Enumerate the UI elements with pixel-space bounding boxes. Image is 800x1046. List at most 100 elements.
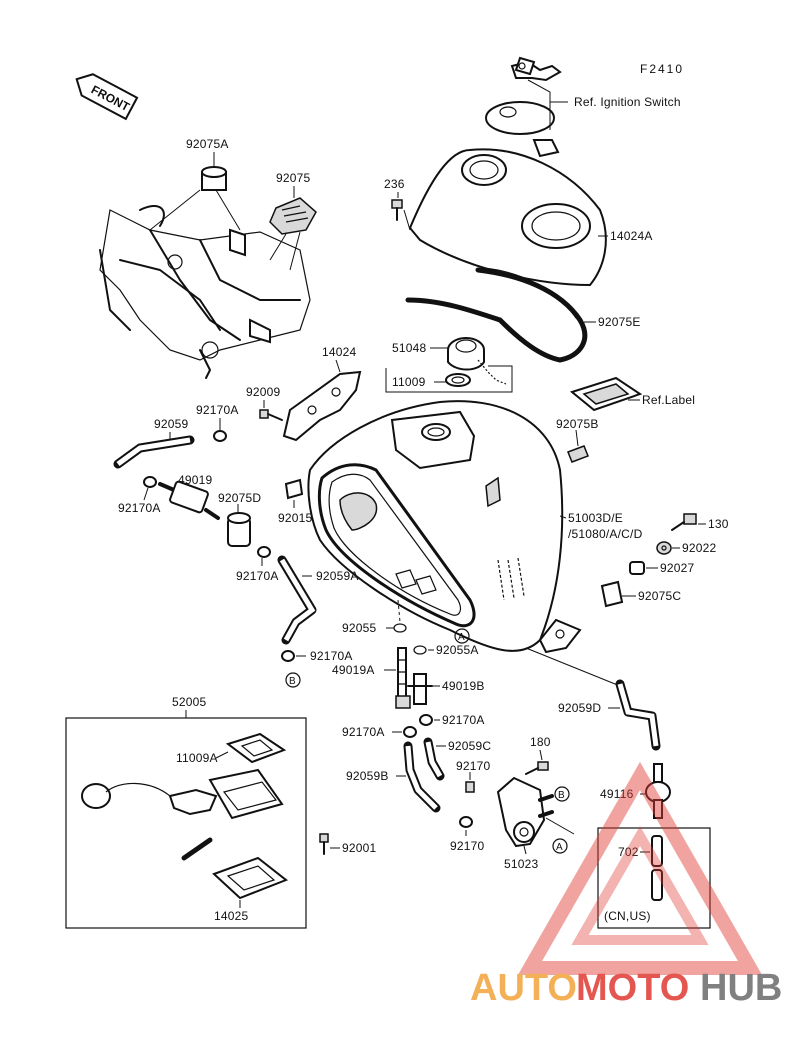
label-14024: 14024 <box>322 345 356 359</box>
watermark-logo: AUTO MOTO HUB <box>470 761 782 1009</box>
rubber-92075D-icon <box>227 512 251 547</box>
fuel-filter-icon <box>158 480 220 520</box>
label-ref-label: Ref.Label <box>642 393 695 407</box>
hose-92059A-icon <box>277 555 317 645</box>
label-49116: 49116 <box>600 787 634 801</box>
callout-b-right <box>554 786 570 802</box>
label-130: 130 <box>708 517 729 531</box>
clamp-92170A-2-icon <box>143 476 157 488</box>
bolt-92009-icon <box>259 409 283 421</box>
bolt-130-icon <box>671 513 697 531</box>
clamp-92170-1-icon <box>465 781 475 793</box>
sender-unit-box <box>65 717 307 929</box>
oring-92055A-icon <box>413 645 427 655</box>
label-92075E: 92075E <box>598 315 641 329</box>
hose-702-icon <box>651 835 663 901</box>
callout-b-right-label: B <box>558 790 565 801</box>
filter-49019A-icon <box>395 647 411 709</box>
label-236: 236 <box>384 177 405 191</box>
clip-92015-icon <box>284 478 304 500</box>
label-49019A: 49019A <box>332 663 375 677</box>
label-92170A-6: 92170A <box>442 713 485 727</box>
label-52005: 52005 <box>172 695 206 709</box>
callout-a-top-label: A <box>458 632 465 643</box>
hose-92059D-icon <box>615 679 661 751</box>
tank-cover-icon <box>408 148 607 287</box>
label-92009: 92009 <box>246 385 280 399</box>
label-ref-ignition: Ref. Ignition Switch <box>574 95 681 109</box>
ignition-cover-icon <box>485 101 560 158</box>
label-92075C: 92075C <box>638 589 681 603</box>
hose-92059B-icon <box>403 741 441 813</box>
label-92170A-4: 92170A <box>310 649 353 663</box>
label-92015: 92015 <box>278 511 312 525</box>
fuel-cap-icon <box>447 337 507 385</box>
label-14025: 14025 <box>214 909 248 923</box>
label-51003: 51003D/E <box>568 511 623 525</box>
clamp-92170A-6-icon <box>419 714 433 726</box>
callout-b-left-label: B <box>289 676 296 687</box>
label-51048: 51048 <box>392 341 426 355</box>
clamp-92170-2-icon <box>459 816 473 828</box>
rubber-92075B-icon <box>567 445 589 463</box>
watermark-auto: AUTO <box>470 967 577 1009</box>
rubber-92075A-icon <box>201 166 227 191</box>
label-702: 702 <box>618 845 639 859</box>
frame-icon <box>99 205 311 379</box>
label-92170A-2: 92170A <box>118 501 161 515</box>
gasket-11009A-icon <box>225 732 287 764</box>
label-49019B: 49019B <box>442 679 485 693</box>
cap-gasket-icon <box>445 373 471 387</box>
cn-us-box <box>597 827 711 929</box>
callout-b-left <box>285 672 301 688</box>
sender-unit-icon <box>81 768 284 861</box>
label-92170-2: 92170 <box>450 839 484 853</box>
ignition-key-icon <box>510 56 562 82</box>
screw-236-icon <box>391 199 403 221</box>
label-49019: 49019 <box>178 473 212 487</box>
oring-92055-icon <box>393 623 407 633</box>
gasket-strip-icon <box>405 267 588 363</box>
collar-92027-icon <box>629 561 645 575</box>
ignition-leader <box>527 79 568 130</box>
hose-92059-icon <box>113 435 195 469</box>
filter-49019B-icon <box>407 673 433 705</box>
label-plate-icon <box>569 376 643 412</box>
label-11009: 11009 <box>392 375 426 389</box>
label-92001: 92001 <box>342 841 376 855</box>
label-92027: 92027 <box>660 561 694 575</box>
washer-92022-icon <box>656 541 672 555</box>
hose-92059C-icon <box>423 737 445 781</box>
label-51080: /51080/A/C/D <box>568 527 643 541</box>
watermark-moto: MOTO <box>576 967 689 1009</box>
callout-a-top <box>454 628 470 644</box>
callout-a-bottom-label: A <box>556 842 563 853</box>
label-14024A: 14024A <box>610 229 653 243</box>
label-92170A-3: 92170A <box>236 569 279 583</box>
clamp-92170A-3-icon <box>257 546 271 558</box>
label-92075A: 92075A <box>186 137 229 151</box>
front-arrow-icon: FRONT <box>75 73 139 121</box>
label-92059D: 92059D <box>558 701 601 715</box>
rubber-92075C-icon <box>600 580 624 608</box>
label-92075D: 92075D <box>218 491 261 505</box>
label-92059B: 92059B <box>346 769 389 783</box>
bracket-14024-icon <box>282 370 362 442</box>
bolt-180-icon <box>525 761 549 775</box>
label-92170A-5: 92170A <box>342 725 385 739</box>
label-92059C: 92059C <box>448 739 491 753</box>
screw-92001-icon <box>319 833 329 855</box>
gasket-14025-icon <box>212 856 288 900</box>
label-51023: 51023 <box>504 857 538 871</box>
label-92022: 92022 <box>682 541 716 555</box>
label-180: 180 <box>530 735 551 749</box>
fuel-tap-icon <box>496 776 554 848</box>
watermark-triangle-icon <box>517 761 763 975</box>
watermark-hub: HUB <box>700 967 782 1009</box>
label-92055: 92055 <box>342 621 376 635</box>
valve-49116-icon <box>645 763 671 819</box>
clamp-92170A-1-icon <box>213 430 227 442</box>
label-92059A: 92059A <box>316 569 359 583</box>
figure-code: F2410 <box>640 62 684 76</box>
